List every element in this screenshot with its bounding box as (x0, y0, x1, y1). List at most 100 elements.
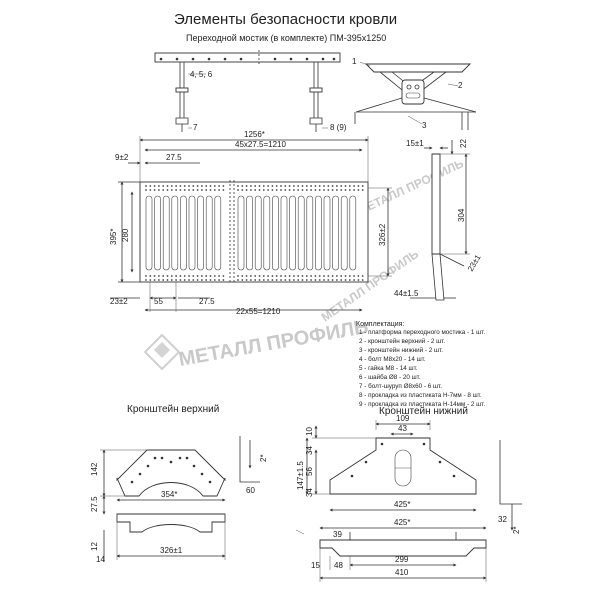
grating-hole (353, 275, 355, 277)
grating-hole (201, 275, 203, 277)
grating-hole (258, 189, 261, 191)
grating-hole (192, 189, 195, 191)
grating-hole (188, 279, 190, 281)
grating-slot (154, 195, 161, 271)
grating-hole (213, 275, 216, 277)
grating-hole (201, 189, 203, 191)
grating-hole (175, 275, 178, 277)
kit-item: 8 - прокладка из пластиката Н-7мм - 8 шт… (359, 392, 482, 399)
dim-step-bottom-b: 27.5 (199, 297, 215, 306)
grating-hole (271, 279, 274, 281)
grating-hole (357, 275, 360, 277)
kit-item: 2 - кронштейн верхний - 2 шт. (359, 337, 445, 345)
grating-hole (361, 189, 364, 191)
callout-2: 2 (458, 81, 463, 90)
grating-hole (262, 185, 265, 187)
grating-hole (271, 189, 274, 191)
grating-hole (201, 279, 203, 281)
grating-hole (288, 279, 291, 281)
grating-hole (348, 279, 351, 281)
grating-hole (305, 185, 308, 187)
grating-hole (310, 189, 312, 191)
grating-hole (327, 275, 330, 277)
upper-dim-w326: 326±1 (160, 546, 183, 555)
callout-8-9: 8 (9) (330, 123, 347, 132)
grating-hole (271, 275, 274, 277)
dim-overall-length: 1256* (244, 130, 265, 139)
grating-hole (280, 189, 282, 191)
grating-hole (237, 185, 239, 187)
grating-hole (297, 279, 300, 281)
upper-dim-h27: 27.5 (90, 496, 99, 512)
grating-hole (344, 275, 347, 277)
lower-dim-w410: 410 (395, 568, 409, 577)
grating-hole (331, 185, 334, 187)
grating-hole (353, 279, 355, 281)
grating-hole (280, 185, 282, 187)
grating-slot (297, 195, 305, 271)
grating-slot (197, 195, 204, 271)
upper-bracket-title: Кронштейн верхний (127, 404, 219, 415)
grating-hole (196, 275, 199, 277)
callout-1: 1 (352, 57, 357, 66)
grating-hole (344, 185, 347, 187)
grating-hole (170, 189, 173, 191)
grating-hole (196, 279, 199, 281)
grating-hole (153, 189, 156, 191)
grating-hole (241, 275, 244, 277)
lower-dim-w425b: 425* (394, 518, 410, 527)
grating-hole (162, 275, 165, 277)
grating-slot (340, 195, 348, 271)
grating-hole (357, 189, 360, 191)
grating-hole (348, 185, 351, 187)
grating-hole (314, 189, 317, 191)
grating-hole (267, 279, 269, 281)
lower-dim-h34a: 34 (305, 446, 314, 455)
watermark-text: МЕТАЛЛ ПРОФИЛЬ (177, 316, 370, 371)
grating-hole (293, 275, 295, 277)
grating-hole (218, 189, 221, 191)
lower-dim-w43: 43 (398, 424, 407, 433)
grating-hole (222, 279, 225, 281)
grating-hole (327, 185, 330, 187)
grating-hole (336, 185, 338, 187)
grating-hole (336, 189, 338, 191)
watermark-text-side: МЕТАЛЛ ПРОФИЛЬ (355, 156, 466, 218)
grating-hole (267, 185, 269, 187)
grating-hole (158, 189, 160, 191)
grating-hole (205, 279, 208, 281)
grating-hole (275, 279, 278, 281)
grating-hole (336, 275, 338, 277)
dim-slot-height: 280 (121, 228, 130, 242)
grating-hole (175, 185, 178, 187)
grating-hole (162, 185, 165, 187)
grating-hole (158, 185, 160, 187)
dim-side-base: 44±1.5 (394, 289, 419, 298)
grating-hole (262, 275, 265, 277)
grating-hole (340, 279, 343, 281)
grating-hole (183, 189, 186, 191)
grating-hole (305, 279, 308, 281)
grating-hole (361, 275, 364, 277)
kit-item: 6 - шайба Ø8 - 20 шт. (359, 373, 421, 381)
grating-hole (245, 275, 248, 277)
grating-hole (258, 185, 261, 187)
grating-hole (275, 275, 278, 277)
grating-hole (361, 279, 364, 281)
grating-hole (153, 279, 156, 281)
grating-hole (340, 185, 343, 187)
grating-hole (254, 279, 257, 281)
grating-hole (353, 185, 355, 187)
grating-hole (275, 185, 278, 187)
dim-side-angle: 23±1 (466, 253, 483, 273)
grating-hole (293, 279, 295, 281)
grating-hole (201, 185, 203, 187)
grating-hole (267, 275, 269, 277)
grating-hole (209, 189, 212, 191)
grating-hole (323, 189, 325, 191)
page-title: Элементы безопасности кровли (174, 11, 397, 28)
kit-item: 3 - кронштейн нижний - 2 шт. (359, 346, 443, 354)
grating-hole (166, 185, 169, 187)
grating-hole (153, 185, 156, 187)
grating-slot (332, 195, 339, 271)
